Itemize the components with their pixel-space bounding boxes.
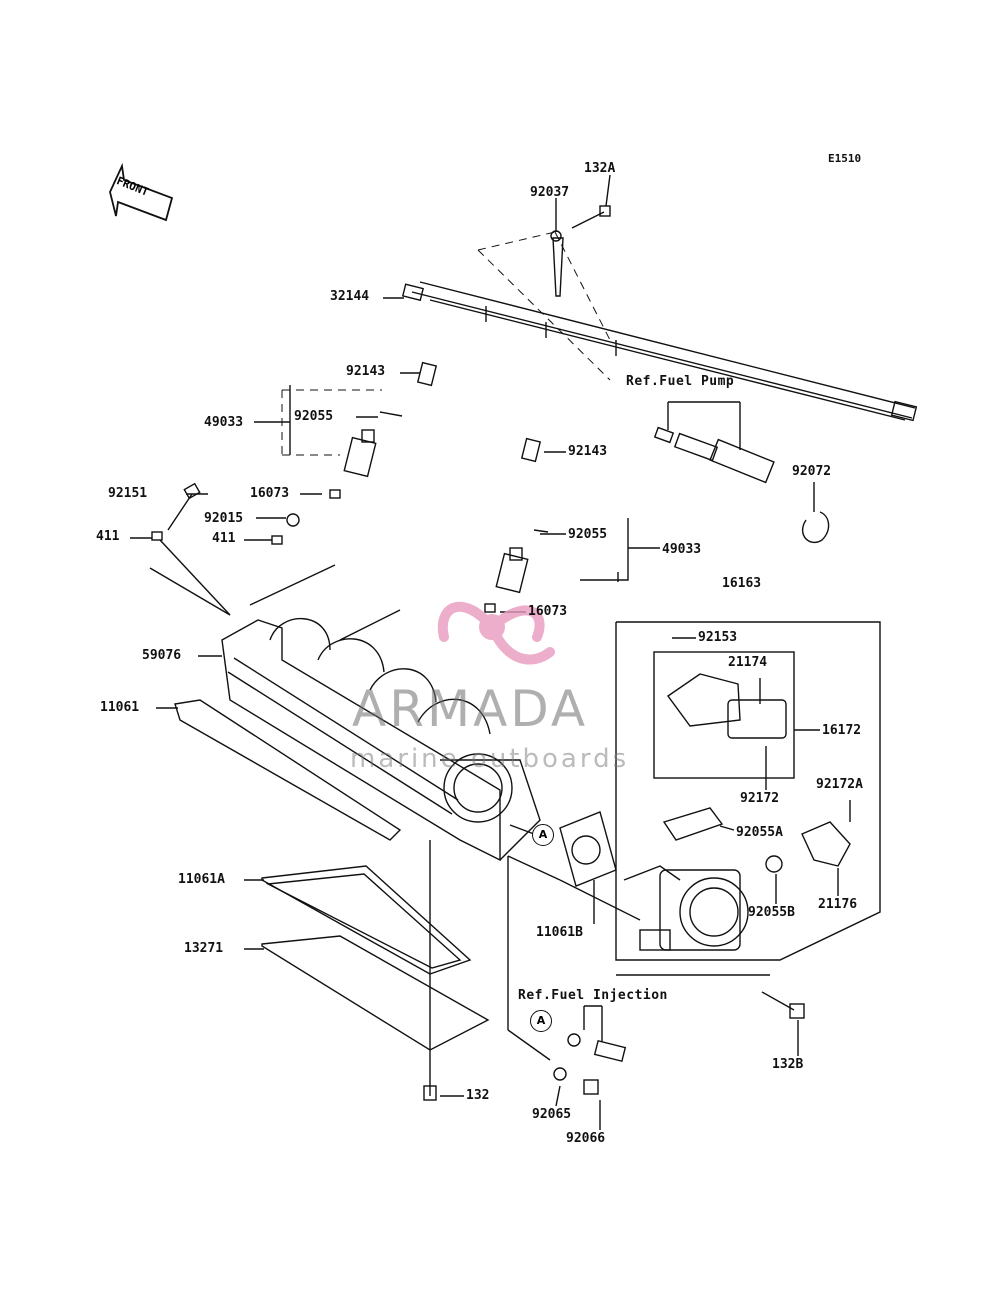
throttle-position-sensor xyxy=(801,800,851,867)
part-label-411-right[interactable]: 411 xyxy=(212,531,236,546)
gasket-plate-11061A xyxy=(261,865,472,975)
injector-right xyxy=(484,437,549,613)
part-label-132A[interactable]: 132A xyxy=(584,161,616,176)
part-label-92172[interactable]: 92172 xyxy=(740,791,780,806)
front-direction-arrow-icon xyxy=(109,162,174,222)
part-label-11061B[interactable]: 11061B xyxy=(536,925,583,940)
cover-plate-13271 xyxy=(261,935,490,1051)
armada-logo-icon xyxy=(437,601,555,665)
connection-marker-a-lower: A xyxy=(530,1010,552,1032)
diagram-code: E1510 xyxy=(828,152,862,165)
part-label-21174[interactable]: 21174 xyxy=(728,655,768,670)
injector-left xyxy=(329,361,438,499)
part-label-92072[interactable]: 92072 xyxy=(792,464,832,479)
part-label-92015[interactable]: 92015 xyxy=(204,511,244,526)
part-label-411-left[interactable]: 411 xyxy=(96,529,120,544)
gasket-11061B xyxy=(559,811,617,887)
part-label-16163[interactable]: 16163 xyxy=(722,576,762,591)
part-label-16073-right[interactable]: 16073 xyxy=(528,604,568,619)
part-label-49033-left[interactable]: 49033 xyxy=(204,415,244,430)
part-label-92153[interactable]: 92153 xyxy=(698,630,738,645)
part-label-16172[interactable]: 16172 xyxy=(822,723,862,738)
watermark-tagline: marine outboards xyxy=(350,744,630,774)
part-label-92055-left[interactable]: 92055 xyxy=(294,409,334,424)
part-label-92065[interactable]: 92065 xyxy=(532,1107,572,1122)
intake-manifold xyxy=(221,564,541,862)
fuel-rail xyxy=(401,281,918,422)
part-label-92037[interactable]: 92037 xyxy=(530,185,570,200)
part-label-11061A[interactable]: 11061A xyxy=(178,872,225,887)
part-label-32144[interactable]: 32144 xyxy=(330,289,370,304)
part-label-13271[interactable]: 13271 xyxy=(184,941,224,956)
fuel-injection-sensor xyxy=(553,1005,627,1095)
part-label-92143-right[interactable]: 92143 xyxy=(568,444,608,459)
part-label-92055B[interactable]: 92055B xyxy=(748,905,795,920)
part-label-92143-left[interactable]: 92143 xyxy=(346,364,386,379)
part-label-92151[interactable]: 92151 xyxy=(108,486,148,501)
part-label-59076[interactable]: 59076 xyxy=(142,648,182,663)
part-label-132[interactable]: 132 xyxy=(466,1088,490,1103)
part-label-92066[interactable]: 92066 xyxy=(566,1131,606,1146)
connection-marker-a-upper: A xyxy=(532,824,554,846)
part-label-16073-left[interactable]: 16073 xyxy=(250,486,290,501)
part-label-92055A[interactable]: 92055A xyxy=(736,825,783,840)
part-label-11061[interactable]: 11061 xyxy=(100,700,140,715)
idle-speed-control-valve xyxy=(667,673,787,739)
part-label-21176[interactable]: 21176 xyxy=(818,897,858,912)
part-label-92172A[interactable]: 92172A xyxy=(816,777,863,792)
part-label-92055-right[interactable]: 92055 xyxy=(568,527,608,542)
ref-fuel-injection[interactable]: Ref.Fuel Injection xyxy=(518,988,668,1003)
throttle-body xyxy=(623,865,749,951)
ref-fuel-pump[interactable]: Ref.Fuel Pump xyxy=(626,374,735,389)
part-label-132B[interactable]: 132B xyxy=(772,1057,804,1072)
watermark-brand: ARMADA xyxy=(352,680,589,738)
fuel-pump-hose xyxy=(653,401,775,484)
part-label-49033-right[interactable]: 49033 xyxy=(662,542,702,557)
